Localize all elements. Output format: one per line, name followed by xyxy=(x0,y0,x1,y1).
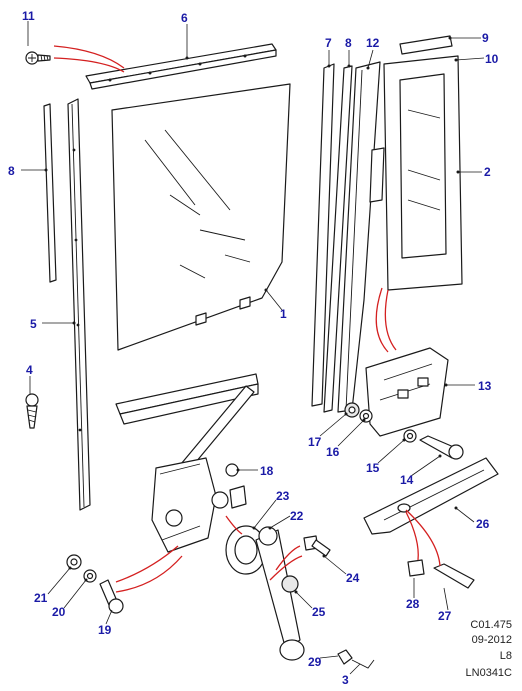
callout-2: 2 xyxy=(484,165,491,179)
callout-28: 28 xyxy=(406,597,420,611)
callout-8-right: 8 xyxy=(345,36,352,50)
callout-29: 29 xyxy=(308,655,322,669)
part-clip-28 xyxy=(407,559,425,577)
part-front-channel-5 xyxy=(67,98,91,511)
part-run-channels-7-8-12 xyxy=(311,61,385,413)
part-bracket-13 xyxy=(365,347,449,437)
callout-21: 21 xyxy=(34,591,48,605)
part-interior-handle-26 xyxy=(363,457,499,535)
callout-8-left: 8 xyxy=(8,164,15,178)
part-screw-27 xyxy=(433,563,475,589)
callout-15: 15 xyxy=(366,461,380,475)
callout-18: 18 xyxy=(260,464,274,478)
callout-27: 27 xyxy=(438,609,452,623)
reference-date: 09-2012 xyxy=(472,634,512,646)
part-window-regulator-18 xyxy=(151,457,247,553)
callout-24: 24 xyxy=(346,571,360,585)
callout-13: 13 xyxy=(478,379,492,393)
callout-17: 17 xyxy=(308,435,322,449)
callout-1: 1 xyxy=(280,307,287,321)
callout-10: 10 xyxy=(485,52,499,66)
callout-labels: 11 6 8 5 4 1 7 8 12 9 10 2 13 14 15 16 1… xyxy=(8,9,499,687)
part-screw-11 xyxy=(25,51,51,65)
callout-26: 26 xyxy=(476,517,490,531)
part-regulator-rail xyxy=(115,373,259,475)
part-top-channel-6 xyxy=(85,43,277,90)
callout-23: 23 xyxy=(276,489,290,503)
callout-14: 14 xyxy=(400,473,414,487)
callout-3: 3 xyxy=(342,673,349,687)
part-winder-handle-22 xyxy=(225,525,305,661)
red-connector-lines xyxy=(53,45,441,593)
drawing-reference-block: C01.475 09-2012 L8 LN0341C xyxy=(466,619,513,679)
callout-22: 22 xyxy=(290,509,304,523)
callout-4: 4 xyxy=(26,363,33,377)
callout-5: 5 xyxy=(30,317,37,331)
callout-9: 9 xyxy=(482,31,489,45)
part-screw-4 xyxy=(25,393,39,429)
part-seal-strip-8-left xyxy=(43,103,57,283)
callout-16: 16 xyxy=(326,445,340,459)
part-nut-29 xyxy=(337,649,353,665)
callout-7: 7 xyxy=(325,36,332,50)
part-knob-25 xyxy=(281,575,299,593)
part-door-glass-1 xyxy=(111,83,291,351)
callout-25: 25 xyxy=(312,605,326,619)
callout-leader-lines xyxy=(21,21,485,675)
reference-code: C01.475 xyxy=(470,619,512,631)
callout-6: 6 xyxy=(181,11,188,25)
reference-drawing-number: LN0341C xyxy=(466,667,513,679)
reference-level: L8 xyxy=(500,650,512,662)
part-screw-24 xyxy=(303,535,331,557)
callout-11: 11 xyxy=(22,9,35,23)
callout-20: 20 xyxy=(52,605,66,619)
part-bolt-14 xyxy=(419,435,464,460)
part-quarter-glass-frame-2 xyxy=(383,35,463,291)
part-rivet-3 xyxy=(351,659,375,669)
part-bolt-19 xyxy=(99,579,124,614)
callout-12: 12 xyxy=(366,36,380,50)
callout-19: 19 xyxy=(98,623,112,637)
